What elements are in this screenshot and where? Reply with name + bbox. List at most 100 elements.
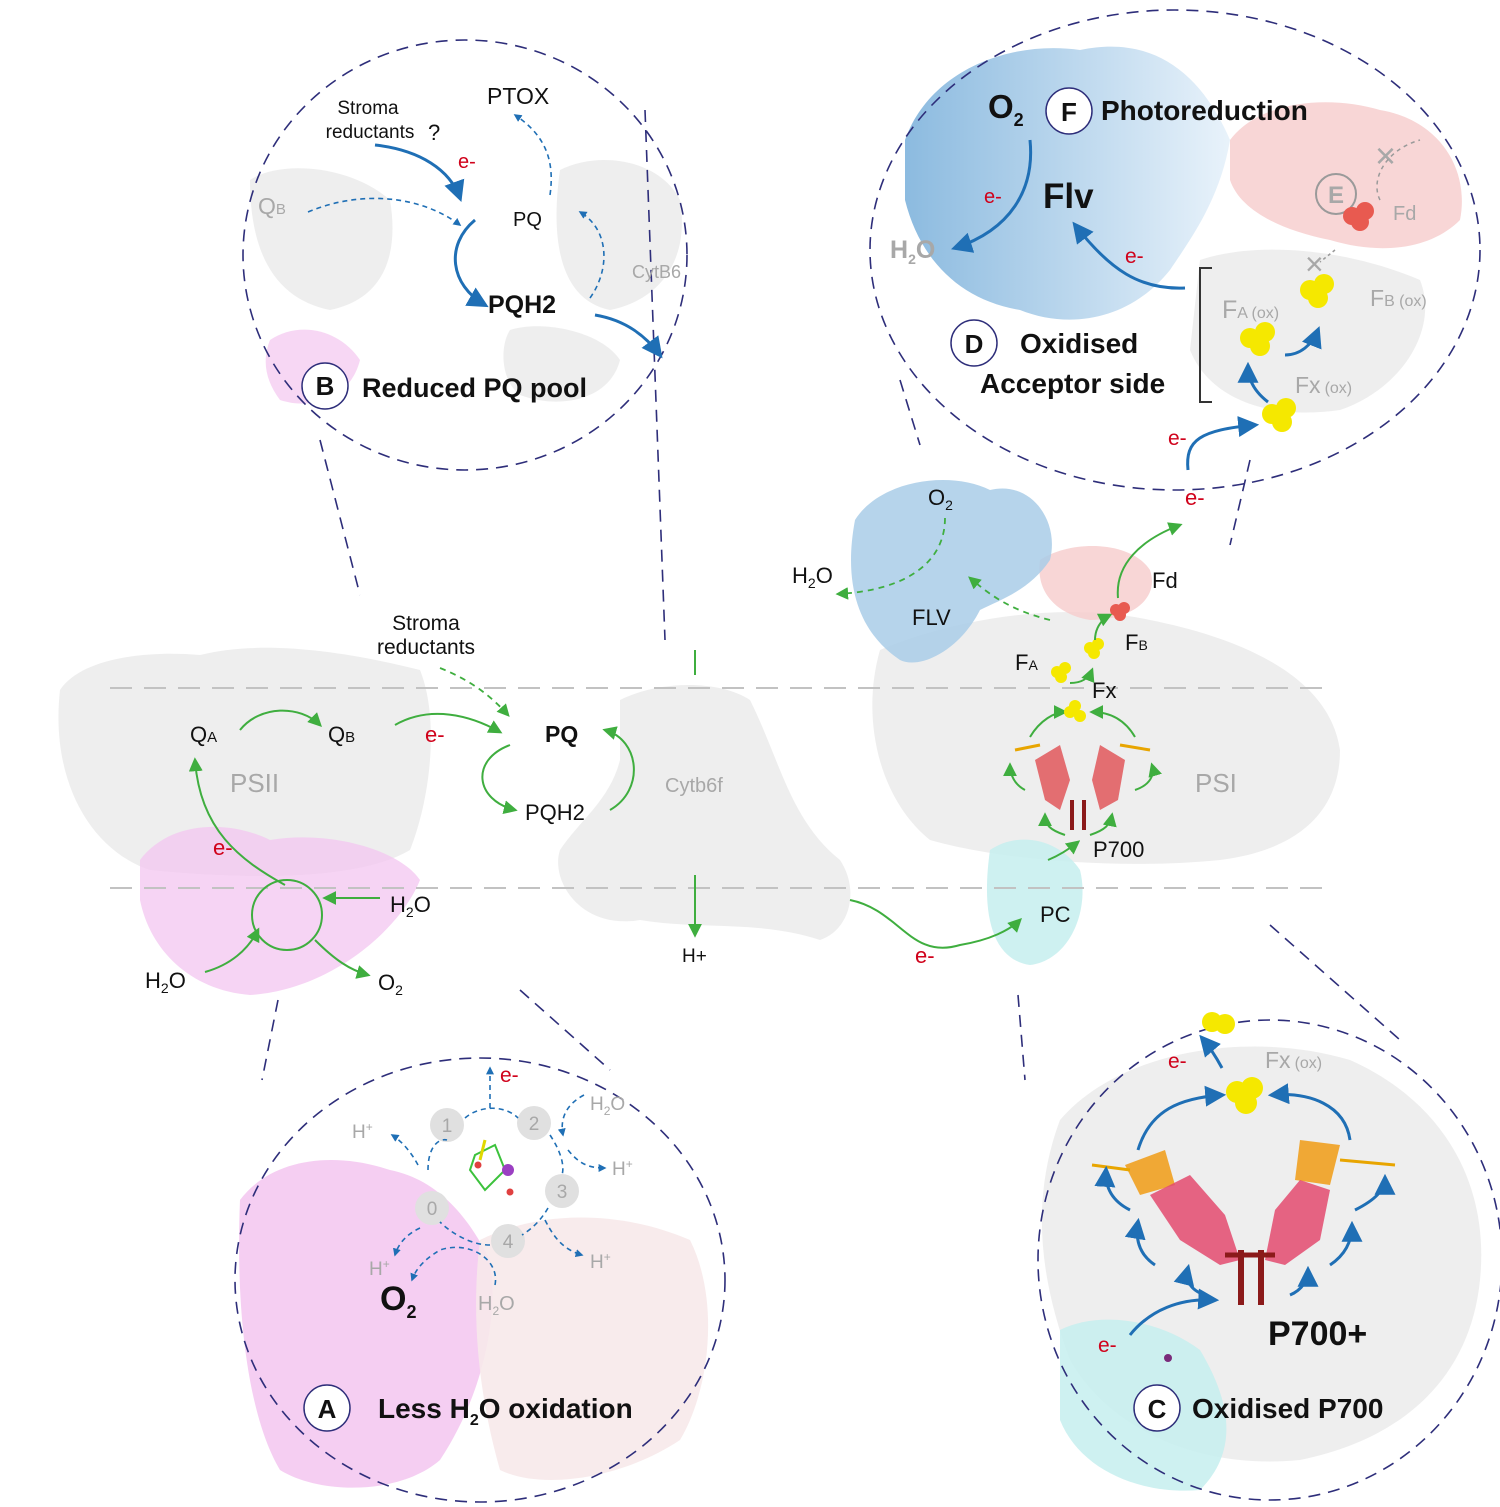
pq-pool: Stroma reductants PQ PQH2 Cytb6f H+ e- — [377, 612, 1022, 968]
flv-label: FLV — [912, 605, 951, 630]
panel-d-fb-label: FB (ox) — [1370, 285, 1427, 311]
panel-e-block-mark-bottom: × — [1305, 246, 1324, 282]
panel-e-fd-cluster — [1343, 202, 1374, 231]
panel-c-fx-cluster — [1226, 1077, 1263, 1114]
panel-d-title-line1: Oxidised — [1020, 328, 1138, 359]
panel-b-stroma-line2: reductants — [326, 122, 415, 143]
panel-b-cyt-label: CytB6 — [632, 262, 681, 282]
protein-backgrounds — [58, 480, 1340, 995]
panel-d-badge — [950, 319, 998, 367]
s-state-2: 2 — [529, 1114, 540, 1135]
panel-a-h2o-top: H2O — [590, 1094, 625, 1118]
panel-b-pq-label: PQ — [513, 209, 542, 231]
panel-d-fx-label: Fx(ox) — [1295, 372, 1352, 398]
s-state-3: 3 — [557, 1182, 568, 1203]
panel-b-electron: e- — [458, 151, 476, 173]
panel-c-letter: C — [1148, 1394, 1167, 1424]
panel-f-title: Photoreduction — [1101, 95, 1308, 126]
panel-a-letter: A — [318, 1394, 337, 1424]
panel-b-qb-label: QB — [258, 193, 286, 219]
electron-label-psii: e- — [213, 835, 233, 860]
psi-label: PSI — [1195, 768, 1237, 798]
zoom-guide-lines — [261, 109, 1401, 1081]
cytb6f-label: Cytb6f — [665, 775, 723, 797]
panel-b-pqh2-label: PQH2 — [488, 291, 556, 319]
panel-c-top-cluster — [1202, 1012, 1235, 1034]
psi-complex: PSI PC P700 Fx FA FB — [968, 416, 1260, 927]
panel-c-p700-label: P700+ — [1268, 1315, 1367, 1353]
psii-label: PSII — [230, 768, 279, 798]
panel-e-block-mark-top: × — [1375, 135, 1396, 176]
panel-d-electron-up: e- — [1168, 427, 1187, 450]
panel-f-flv-label: Flv — [1043, 177, 1094, 216]
s-state-4: 4 — [503, 1232, 514, 1253]
qa-label: QA — [190, 722, 217, 747]
fa-cluster — [1051, 662, 1071, 683]
panel-df-content: O2 F Photoreduction Flv e- H2O e- E Fd ×… — [890, 87, 1427, 450]
o2-center-label: O2 — [378, 970, 403, 998]
panel-e-fd-label: Fd — [1393, 203, 1416, 225]
mn-cluster — [468, 1139, 514, 1196]
panel-b-badge — [301, 362, 349, 410]
panel-a-h2o-bottom: H2O — [478, 1293, 515, 1318]
panel-a-o2-label: O2 — [380, 1280, 416, 1322]
panel-d-title-line2: Acceptor side — [980, 368, 1165, 399]
fa-label: FA — [1015, 650, 1038, 675]
psii-complex: PSII QA QB e- e- H2O H2O O2 — [145, 709, 503, 998]
electron-label-pc: e- — [915, 943, 935, 968]
panel-c-chlorophylls — [1091, 1140, 1396, 1305]
panel-d-electron-flv: e- — [1125, 245, 1144, 268]
p700-chlorophylls — [1014, 743, 1151, 830]
electron-label-fd-up: e- — [1185, 485, 1205, 510]
electron-label-qb-pq: e- — [425, 722, 445, 747]
qb-label: QB — [328, 722, 355, 747]
flv-complex: FLV O2 H2O — [792, 485, 953, 630]
stroma-reductants-line2: reductants — [377, 636, 475, 659]
panel-c-electron-bottom: e- — [1098, 1334, 1117, 1357]
panel-d-fx-cluster — [1262, 398, 1296, 432]
pqh2-label: PQH2 — [525, 800, 585, 825]
panel-a-title: Less H2O oxidation — [378, 1393, 633, 1429]
h2o-flv-label: H2O — [792, 563, 833, 591]
fx-cluster — [1064, 700, 1086, 722]
pc-label: PC — [1040, 902, 1071, 927]
pq-label: PQ — [545, 721, 578, 747]
panel-a-hplus-1: H+ — [352, 1120, 373, 1143]
panel-a-circle — [234, 1057, 726, 1503]
panel-e-badge — [1315, 173, 1357, 215]
panel-b-title: Reduced PQ pool — [362, 373, 587, 403]
panel-f-badge — [1045, 87, 1093, 135]
panel-c-content: Fx(ox) e- e- P700+ C Oxidised P700 — [1091, 1012, 1396, 1432]
fd-cluster — [1110, 602, 1130, 621]
s-state-0: 0 — [427, 1199, 438, 1220]
stroma-reductants-line1: Stroma — [392, 612, 460, 635]
panel-df-circle — [869, 9, 1481, 491]
panel-d-fb-cluster — [1300, 274, 1334, 308]
panel-c-electron-top: e- — [1168, 1050, 1187, 1073]
panel-f-o2-label: O2 — [988, 88, 1024, 130]
fd-label: Fd — [1152, 568, 1178, 593]
hplus-label: H+ — [682, 946, 707, 967]
panel-a-content: 0 1 2 3 4 e- H+ H2O H+ H+ H+ H2O O — [303, 1064, 633, 1432]
panel-d-fa-label: FA (ox) — [1222, 296, 1279, 324]
panel-d-fa-cluster — [1240, 322, 1275, 356]
h2o-right-label: H2O — [390, 892, 431, 920]
ptox-label: PTOX — [487, 83, 549, 109]
panel-c-title: Oxidised P700 — [1192, 1393, 1383, 1424]
panel-a-hplus-4: H+ — [369, 1257, 390, 1280]
panel-b-circle — [242, 39, 688, 471]
panel-f-electron: e- — [984, 186, 1002, 208]
o2-flv-label: O2 — [928, 485, 953, 513]
panel-c-badge — [1133, 1384, 1181, 1432]
kok-cycle-states: 0 1 2 3 4 — [415, 1106, 579, 1258]
panel-b-question: ? — [428, 120, 440, 145]
panel-f-h2o-label: H2O — [890, 236, 935, 267]
panel-b-letter: B — [316, 371, 335, 401]
fb-label: FB — [1125, 630, 1148, 655]
panel-b-stroma-line1: Stroma — [337, 98, 399, 119]
h2o-left-label: H2O — [145, 968, 186, 996]
panel-f-letter: F — [1061, 97, 1077, 127]
panel-a-electron: e- — [500, 1064, 519, 1087]
